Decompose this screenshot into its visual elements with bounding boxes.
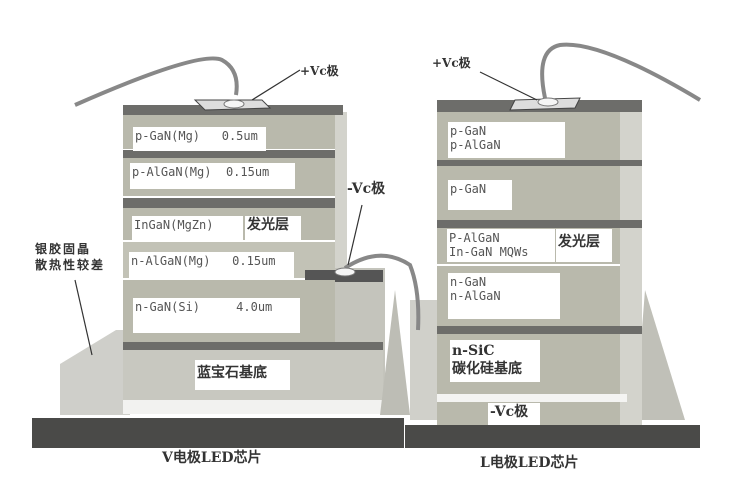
left-plus-bond	[223, 99, 245, 109]
substrate-strip	[437, 394, 627, 402]
layer-gap	[123, 150, 335, 158]
layer-label: n-AlGaN(Mg) 0.15um	[129, 252, 294, 278]
layer-label: p-AlGaN(Mg) 0.15um	[130, 163, 295, 189]
layer-label: p-GaN	[448, 180, 512, 210]
plus-electrode-label: +Vc极	[432, 56, 471, 70]
left-base-plate	[32, 418, 404, 448]
right-plus-bond	[537, 97, 559, 107]
right-plus-wire	[540, 42, 702, 102]
note-line2: 散热性较差	[35, 258, 106, 272]
right-caption: L电极LED芯片	[480, 455, 579, 471]
emission-layer-label: 发光层	[556, 229, 612, 262]
left-plus-wire	[74, 56, 239, 107]
plus-electrode-label: +Vc极	[300, 64, 339, 78]
left-caption: V电极LED芯片	[162, 450, 262, 466]
note-pointer	[74, 279, 93, 356]
layer-label: InGaN(MgZn)	[132, 216, 243, 240]
left-glue	[410, 300, 440, 420]
layer-gap	[123, 198, 335, 208]
right-base-plate	[405, 425, 700, 448]
left-plus-pointer	[251, 69, 301, 101]
substrate-strip	[123, 400, 383, 414]
left-minus-wire	[343, 253, 421, 331]
layer-gap	[437, 326, 642, 334]
layer-gap	[123, 342, 383, 350]
layer-label: p-GaN(Mg) 0.5um	[133, 127, 266, 151]
note-line1: 银胶固晶	[35, 242, 92, 256]
sapphire-label: 蓝宝石基底	[195, 360, 290, 390]
layer-label: n-GaN(Si) 4.0um	[133, 298, 300, 333]
layer-gap	[437, 160, 642, 166]
left-minus-pointer	[347, 204, 363, 266]
minus-electrode-label: -Vc极	[488, 403, 540, 425]
layer-top	[123, 105, 343, 115]
right-plus-pointer	[479, 71, 538, 101]
minus-electrode-label: -Vc极	[347, 181, 386, 197]
layer-gap	[437, 220, 642, 228]
stack-side	[620, 105, 642, 425]
emission-layer-label: 发光层	[245, 216, 301, 240]
left-minus-bond	[334, 267, 356, 277]
